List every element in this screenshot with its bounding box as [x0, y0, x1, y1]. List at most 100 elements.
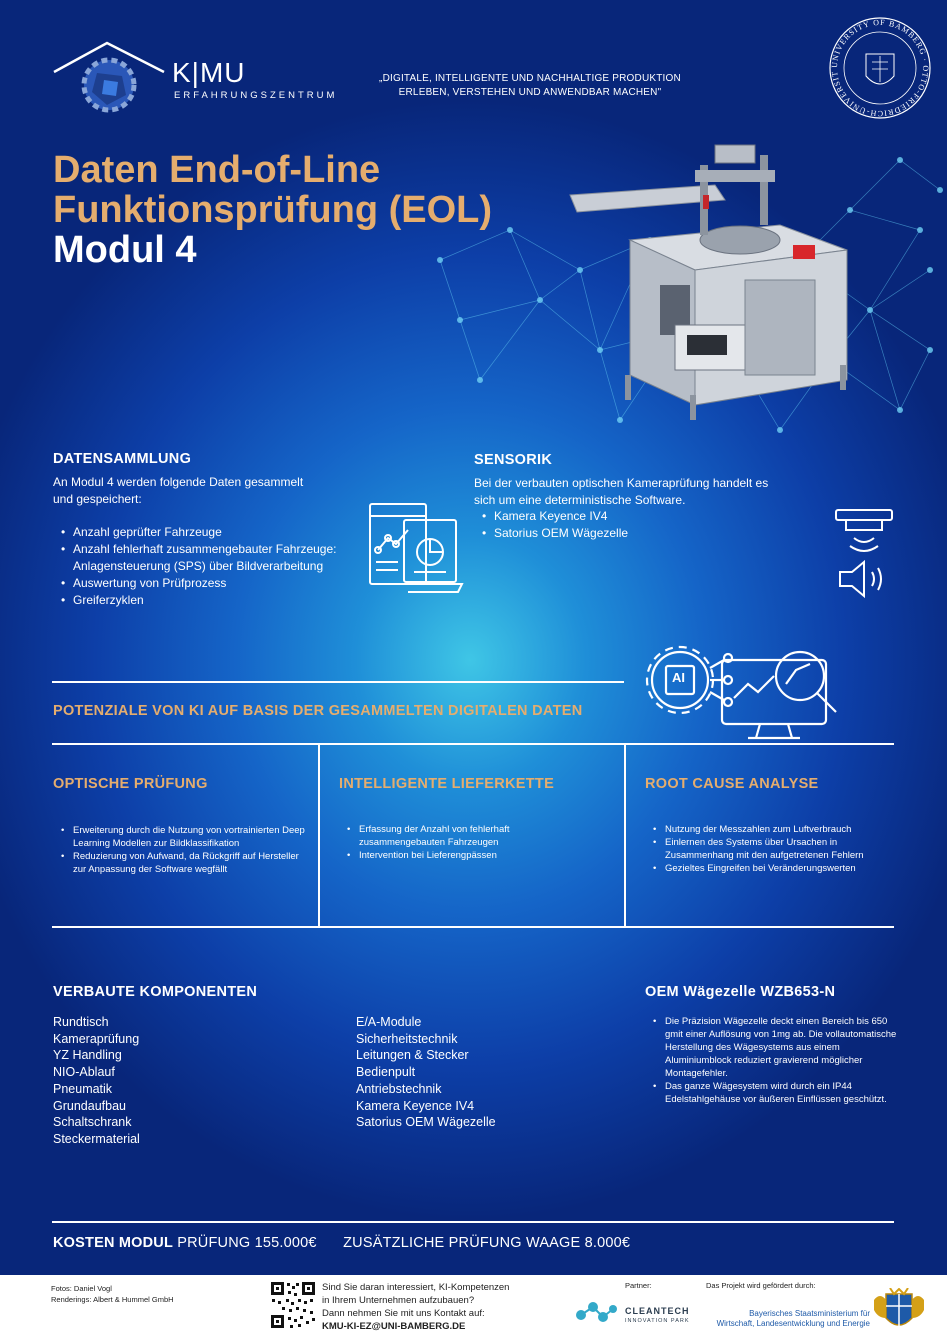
machine-image — [569, 144, 848, 420]
list-item: Satorius OEM Wägezelle — [356, 1115, 496, 1130]
list-item: Kamera Keyence IV4 — [474, 508, 774, 525]
sensor-icon — [835, 509, 893, 599]
list-item-text: Das ganze Wägesystem wird durch ein IP44 — [665, 1081, 852, 1092]
datensammlung-intro: An Modul 4 werden folgende Daten gesamme… — [53, 474, 373, 508]
contact-line: Sind Sie daran interessiert, KI-Kompeten… — [322, 1282, 510, 1293]
cleantech-logo-icon — [576, 1302, 617, 1322]
list-item: Greiferzyklen — [53, 592, 383, 609]
waegezelle-heading: OEM Wägezelle WZB653-N — [645, 984, 836, 1000]
kosten-modul: PRÜFUNG 155.000€ — [177, 1235, 317, 1251]
kosten-line: KOSTEN MODUL PRÜFUNG 155.000€ ZUSÄTZLICH… — [53, 1235, 630, 1251]
intro-line: Bei der verbauten optischen Kameraprüfun… — [474, 476, 769, 490]
column-divider — [318, 743, 320, 927]
optische-pruefung-heading: OPTISCHE PRÜFUNG — [53, 776, 208, 792]
list-item: Kamera Keyence IV4 — [356, 1098, 475, 1113]
lieferkette-list: Erfassung der Anzahl von fehlerhaft zusam… — [339, 823, 609, 862]
komponenten-heading: VERBAUTE KOMPONENTEN — [53, 984, 258, 1000]
funder-line: Bayerisches Staatsministerium für — [749, 1309, 870, 1318]
datensammlung-list: Anzahl geprüfter Fahrzeuge Anzahl fehler… — [53, 524, 383, 609]
sensorik-intro: Bei der verbauten optischen Kameraprüfun… — [474, 475, 814, 509]
contact-email-link[interactable]: KMU-KI-EZ@UNI-BAMBERG.DE — [322, 1321, 466, 1332]
tagline: „DIGITALE, INTELLIGENTE UND NACHHALTIGE … — [360, 72, 700, 100]
root-cause-heading: ROOT CAUSE ANALYSE — [645, 776, 819, 792]
list-item-text: Reduzierung von Aufwand, da Rückgriff au… — [73, 851, 299, 862]
funder-line: Wirtschaft, Landesentwicklung und Energi… — [716, 1319, 870, 1328]
network-graphic — [437, 157, 943, 433]
list-item: Antriebstechnik — [356, 1081, 442, 1096]
list-item-text: Erfassung der Anzahl von fehlerhaft — [359, 824, 510, 835]
list-item-text: gmit einer Auflösung von 1mg ab. Die vol… — [665, 1029, 897, 1040]
seal-text: UNIVERSITY OF BAMBERG · OTTO-FRIEDRICH-U… — [826, 14, 929, 118]
list-item-text: Aluminiumblock reduziert gravierend mögl… — [665, 1055, 863, 1066]
list-item: Einlernen des Systems über Ursachen in Zu… — [645, 836, 905, 862]
credit-line: Renderings: Albert & Hummel GmbH — [51, 1295, 174, 1304]
list-item: Die Präzision Wägezelle deckt einen Bere… — [645, 1015, 915, 1080]
list-item-text: Montagefehler. — [665, 1068, 728, 1079]
list-item: Nutzung der Messzahlen zum Luftverbrauch — [645, 823, 905, 836]
svg-text:UNIVERSITY OF BAMBERG · OTTO-F: UNIVERSITY OF BAMBERG · OTTO-FRIEDRICH-U… — [826, 14, 930, 118]
list-item-text: Die Präzision Wägezelle deckt einen Bere… — [665, 1016, 888, 1027]
list-item-text: zusammengebauten Fahrzeugen — [359, 837, 499, 848]
list-item: Rundtisch — [53, 1015, 109, 1029]
list-item-text: Intervention bei Lieferengpässen — [359, 850, 497, 861]
partner-name: CLEANTECH — [625, 1306, 690, 1316]
brand-name: K|MU — [172, 57, 246, 88]
university-seal-icon: UNIVERSITY OF BAMBERG · OTTO-FRIEDRICH-U… — [826, 14, 931, 119]
list-item: YZ Handling — [53, 1048, 122, 1063]
bavarian-coat-of-arms-icon — [874, 1288, 924, 1326]
list-item-text: Herstellung des Wägesystems aus einem — [665, 1042, 840, 1053]
list-item-text: Edelstahlgehäuse vor äußeren Einflüssen … — [665, 1094, 887, 1105]
list-item: Satorius OEM Wägezelle — [474, 525, 774, 542]
sensorik-heading: SENSORIK — [474, 452, 553, 468]
credit-line: Fotos: Daniel Vogl — [51, 1284, 112, 1293]
list-item: Bedienpult — [356, 1065, 416, 1080]
list-item: Pneumatik — [53, 1081, 113, 1096]
komponenten-list-2: E/A-Module Sicherheitstechnik Leitungen … — [356, 1014, 616, 1131]
divider — [52, 681, 624, 683]
list-item-text: Einlernen des Systems über Ursachen in — [665, 837, 838, 848]
list-item-text: zur Anpassung der Software wegfällt — [73, 864, 228, 875]
list-item: E/A-Module — [356, 1015, 422, 1029]
funder-name: Bayerisches Staatsministerium für Wirtsc… — [706, 1309, 870, 1329]
komponenten-list-1: Rundtisch Kameraprüfung YZ Handling NIO-… — [53, 1014, 313, 1148]
divider — [52, 743, 894, 745]
sensorik-list: Kamera Keyence IV4 Satorius OEM Wägezell… — [474, 508, 774, 542]
divider — [52, 1221, 894, 1223]
list-item-text: Zusammenhang mit den aufgetretenen Fehle… — [665, 850, 864, 861]
footer-credits: Fotos: Daniel Vogl Renderings: Albert & … — [51, 1283, 174, 1305]
intro-line: und gespeichert: — [53, 492, 142, 506]
list-item: Erweiterung durch die Nutzung von vortra… — [53, 824, 315, 850]
divider — [52, 926, 894, 928]
poster: K|MU ERFAHRUNGSZENTRUM „DIGITALE, INTELL… — [0, 0, 947, 1275]
list-item: Erfassung der Anzahl von fehlerhaft zusam… — [339, 823, 609, 849]
list-item: Gezieltes Eingreifen bei Veränderungswer… — [645, 862, 905, 875]
list-item: NIO-Ablauf — [53, 1065, 115, 1080]
report-chart-icon — [369, 503, 464, 593]
list-item: Sicherheitstechnik — [356, 1031, 458, 1046]
column-divider — [624, 743, 626, 927]
list-item: Schaltschrank — [53, 1115, 132, 1130]
title-line-2: Funktionsprüfung (EOL) — [53, 189, 493, 231]
list-item: Anzahl fehlerhaft zusammengebauter Fahrz… — [53, 541, 383, 575]
kosten-label: KOSTEN MODUL — [53, 1235, 174, 1251]
title-line-1: Daten End-of-Line — [53, 149, 381, 191]
list-item-text: Learning Modellen zur Bildklassifikation — [73, 838, 240, 849]
list-item: Auswertung von Prüfprozess — [53, 575, 383, 592]
qr-code-icon[interactable] — [270, 1281, 316, 1329]
list-item: Das ganze Wägesystem wird durch ein IP44… — [645, 1080, 915, 1106]
list-item-text: Gezieltes Eingreifen bei Veränderungswer… — [665, 863, 856, 874]
root-cause-list: Nutzung der Messzahlen zum Luftverbrauch… — [645, 823, 905, 875]
intro-line: An Modul 4 werden folgende Daten gesamme… — [53, 475, 304, 489]
lieferkette-heading: INTELLIGENTE LIEFERKETTE — [339, 776, 555, 792]
contact-line: in Ihrem Unternehmen aufzubauen? — [322, 1295, 475, 1306]
intro-line: sich um eine deterministische Software. — [474, 493, 686, 507]
list-item-text: Erweiterung durch die Nutzung von vortra… — [73, 825, 305, 836]
list-item: Kameraprüfung — [53, 1031, 140, 1046]
optische-pruefung-list: Erweiterung durch die Nutzung von vortra… — [53, 824, 315, 876]
funded-label: Das Projekt wird gefördert durch: — [706, 1281, 816, 1290]
list-item-text: Anzahl fehlerhaft zusammengebauter Fahrz… — [73, 542, 337, 556]
page-title: Daten End-of-Line Funktionsprüfung (EOL)… — [53, 150, 492, 270]
list-item-text: Nutzung der Messzahlen zum Luftverbrauch — [665, 824, 852, 835]
kmu-logo-icon — [53, 41, 165, 113]
list-item: Reduzierung von Aufwand, da Rückgriff au… — [53, 850, 315, 876]
